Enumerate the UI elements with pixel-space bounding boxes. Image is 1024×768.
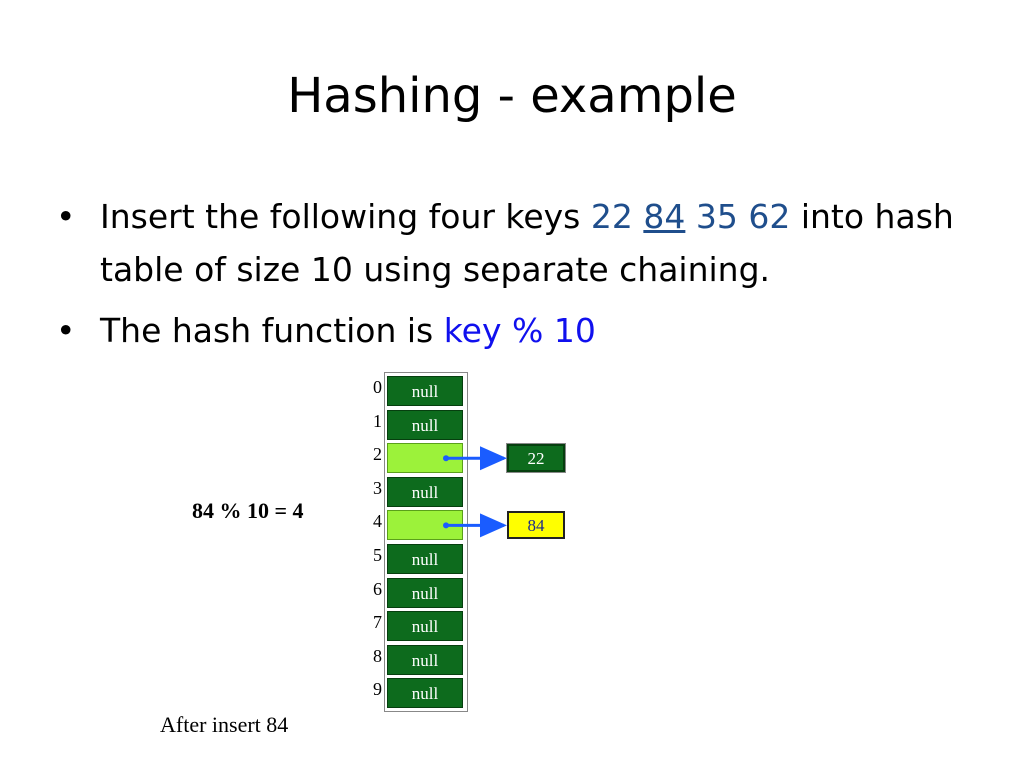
hash-slot-3: null [387,476,463,507]
bullet-text-part: 62 [748,197,791,236]
hash-slot-6: null [387,577,463,608]
hash-slot-1: null [387,409,463,440]
slot-index-label: 9 [373,679,382,700]
hash-slot-7: null [387,611,463,642]
diagram-caption: After insert 84 [160,712,289,737]
slot-index-label: 5 [373,545,382,565]
bullet-text-part: key % 10 [443,311,596,350]
slot-index-label: 7 [373,612,382,633]
bullet-text-part: into hash table of size 10 using separat… [100,197,954,289]
chain-node-22: 22 [506,443,566,474]
hash-calculation: 84 % 10 = 4 [192,498,304,523]
chain-arrow-origin [443,455,449,462]
slot-index-label: 1 [373,410,382,431]
bullet-dot: • [56,311,76,350]
slot-index-label: 6 [373,578,382,599]
bullet-text-part: 35 [695,197,738,236]
bullet-text-part: 22 [590,197,633,236]
bullet-item: • Insert the following four keys 22 84 35… [56,190,976,296]
bullet-text-part: 84 [643,197,686,236]
slot-index-label: 4 [373,511,382,532]
bullet-text-part: Insert the following four keys [100,197,591,236]
bullet-item: • The hash function is key % 10 [56,304,976,357]
slot-index-label: 8 [373,645,382,666]
slot-index-label: 3 [373,477,382,498]
slide-title: Hashing - example [287,68,737,124]
bullet-list: • Insert the following four keys 22 84 35… [56,190,976,365]
chain-node-84: 84 [507,511,565,540]
hash-slot-9: null [387,678,463,709]
hash-slot-8: null [387,644,463,675]
hash-slot-0: null [387,376,463,406]
slot-index-label: 2 [373,444,382,465]
slot-index-label: 0 [373,377,382,397]
chain-arrow-origin [443,522,449,529]
bullet-text-part: The hash function is [100,311,444,350]
bullet-dot: • [56,197,76,236]
hash-slot-5: null [387,544,463,574]
